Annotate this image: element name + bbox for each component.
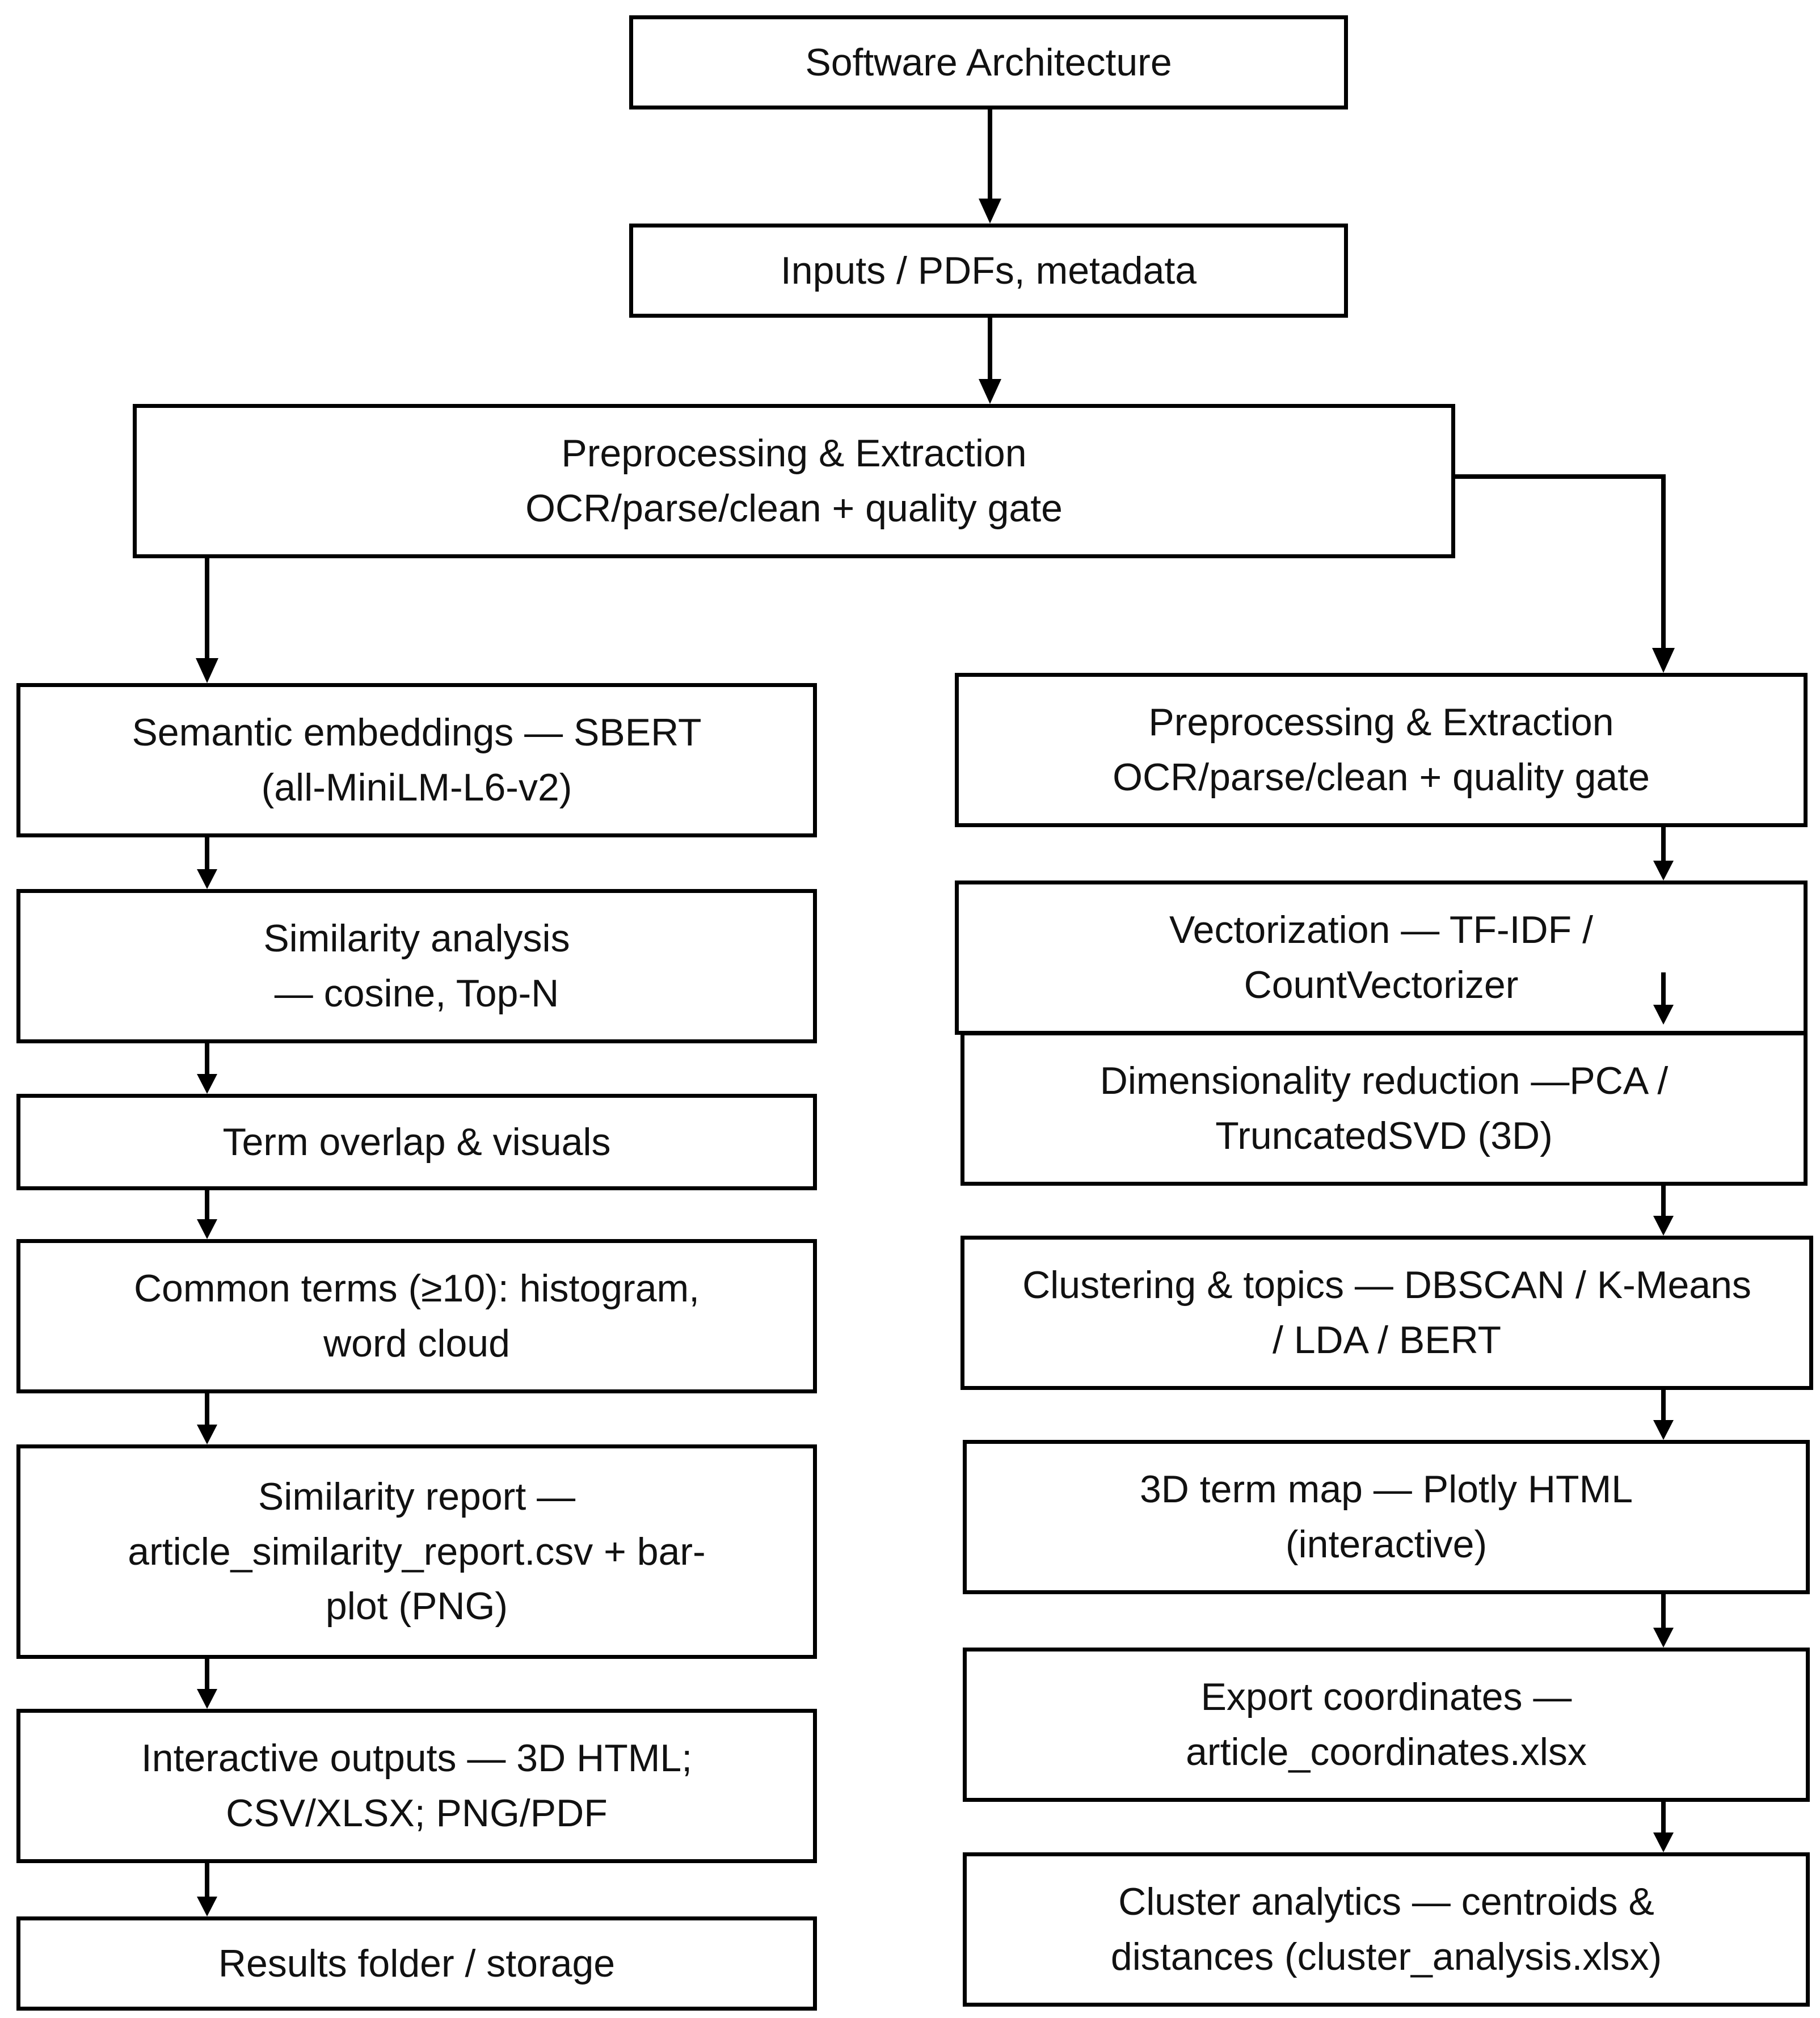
box-line: Cluster analytics — centroids & (1118, 1880, 1654, 1924)
box-line: distances (cluster_analysis.xlsx) (1110, 1935, 1662, 1978)
box-line: TruncatedSVD (3D) (1215, 1114, 1553, 1157)
box-line: Vectorization — TF-IDF / (1169, 908, 1593, 952)
box-line: CSV/XLSX; PNG/PDF (226, 1792, 608, 1835)
term-overlap-box: Term overlap & visuals (16, 1094, 817, 1190)
box-line: (interactive) (1285, 1523, 1488, 1566)
dimensionality-reduction-box: Dimensionality reduction —PCA / Truncate… (960, 1031, 1808, 1186)
box-line: / LDA / BERT (1272, 1318, 1502, 1362)
arrowhead-icon (1652, 648, 1675, 673)
arrowhead-icon (1653, 1420, 1674, 1440)
arrowhead-icon (197, 1219, 217, 1239)
results-folder-box: Results folder / storage (16, 1916, 817, 2011)
box-line: article_similarity_report.csv + bar- (128, 1530, 706, 1573)
semantic-embeddings-box: Semantic embeddings — SBERT (all-MiniLM-… (16, 683, 817, 837)
box-line: Preprocessing & Extraction (561, 432, 1027, 475)
box-line: Semantic embeddings — SBERT (132, 711, 702, 755)
preprocessing-extraction-top-box: Preprocessing & Extraction OCR/parse/cle… (133, 404, 1455, 558)
common-terms-box: Common terms (≥10): histogram, word clou… (16, 1239, 817, 1393)
box-line: Software Architecture (805, 40, 1172, 84)
box-line: Clustering & topics — DBSCAN / K-Means (1022, 1263, 1751, 1307)
software-architecture-box: Software Architecture (629, 15, 1348, 109)
similarity-analysis-box: Similarity analysis — cosine, Top-N (16, 889, 817, 1043)
vectorization-box: Vectorization — TF-IDF / CountVectorizer (955, 880, 1808, 1035)
box-line: Term overlap & visuals (222, 1120, 611, 1164)
box-line: Similarity report — (258, 1475, 576, 1519)
term-map-box: 3D term map — Plotly HTML (interactive) (963, 1440, 1810, 1594)
arrowhead-icon (197, 1074, 217, 1094)
arrowhead-icon (197, 1689, 217, 1709)
inputs-box: Inputs / PDFs, metadata (629, 224, 1348, 318)
box-line: Results folder / storage (218, 1941, 616, 1985)
box-line: Similarity analysis (263, 917, 570, 960)
box-line: Dimensionality reduction —PCA / (1099, 1059, 1669, 1103)
export-coordinates-box: Export coordinates — article_coordinates… (963, 1648, 1810, 1802)
box-line: Inputs / PDFs, metadata (780, 248, 1197, 292)
box-line: plot (PNG) (325, 1585, 508, 1628)
arrow-elbow-line (1455, 474, 1666, 649)
box-line: OCR/parse/clean + quality gate (1113, 756, 1650, 799)
interactive-outputs-box: Interactive outputs — 3D HTML; CSV/XLSX;… (16, 1709, 817, 1863)
box-line: CountVectorizer (1244, 963, 1519, 1006)
box-line: 3D term map — Plotly HTML (1139, 1468, 1633, 1511)
arrowhead-icon (1653, 1832, 1674, 1852)
arrowhead-icon (197, 869, 217, 889)
box-line: Export coordinates — (1200, 1675, 1572, 1719)
preprocessing-extraction-right-box: Preprocessing & Extraction OCR/parse/cle… (955, 673, 1808, 827)
clustering-topics-box: Clustering & topics — DBSCAN / K-Means /… (960, 1236, 1813, 1390)
box-line: Common terms (≥10): histogram, (133, 1267, 700, 1311)
similarity-report-box: Similarity report — article_similarity_r… (16, 1444, 817, 1659)
box-line: article_coordinates.xlsx (1186, 1730, 1587, 1773)
box-line: (all-MiniLM-L6-v2) (261, 766, 572, 809)
box-line: Preprocessing & Extraction (1148, 701, 1614, 744)
arrowhead-icon (197, 1425, 217, 1444)
arrowhead-icon (1653, 861, 1674, 880)
arrowhead-icon (197, 1897, 217, 1916)
cluster-analytics-box: Cluster analytics — centroids & distance… (963, 1852, 1810, 2007)
arrowhead-icon (196, 658, 218, 683)
arrowhead-icon (1653, 1628, 1674, 1648)
arrowhead-icon (979, 379, 1001, 404)
box-line: — cosine, Top-N (274, 972, 559, 1015)
box-line: OCR/parse/clean + quality gate (525, 487, 1063, 530)
box-line: Interactive outputs — 3D HTML; (141, 1737, 693, 1780)
arrowhead-icon (979, 199, 1001, 224)
box-line: word cloud (323, 1322, 510, 1365)
arrowhead-icon (1653, 1216, 1674, 1236)
